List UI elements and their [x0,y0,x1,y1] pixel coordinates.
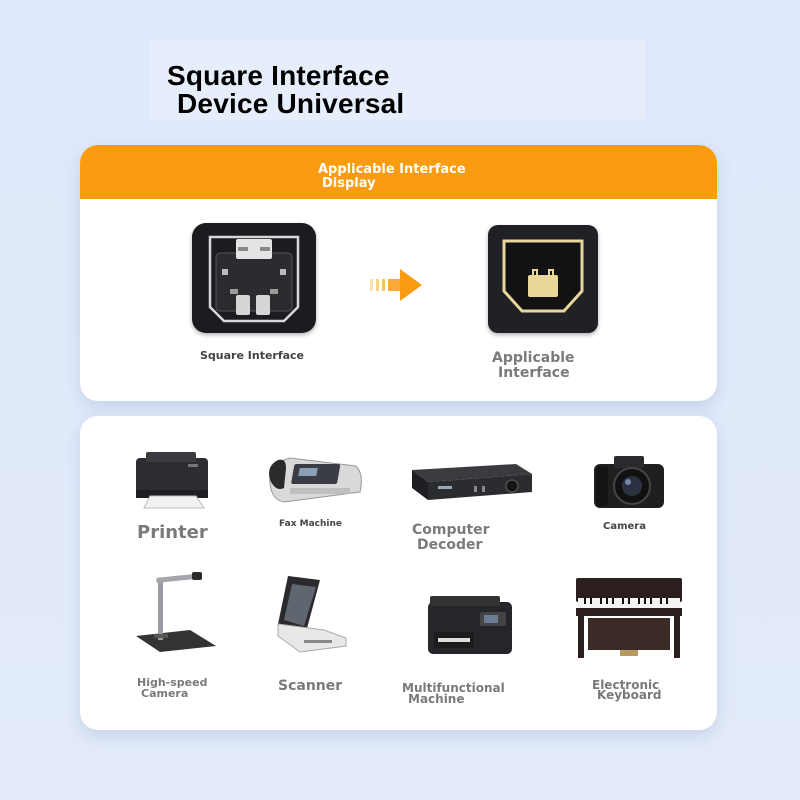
multifunction-printer-icon [424,594,516,663]
applicable-interface-label-1: Applicable [492,350,575,366]
device-label-highspeed-2: Camera [141,687,189,700]
usb-b-port-icon [488,225,598,333]
device-label-printer: Printer [137,522,208,543]
panel-header: Applicable Interface Display [80,145,717,199]
device-label-decoder-1: Computer [412,522,490,538]
device-label-keyboard-1: Electronic [592,678,660,692]
device-label-camera: Camera [603,521,646,532]
applicable-interface-label-2: Interface [498,365,570,381]
device-label-keyboard-2: Keyboard [597,688,662,702]
device-label-decoder-2: Decoder [417,537,483,553]
arrow-right-icon [370,267,426,308]
page-title-line-2: Device Universal [177,88,405,119]
page-title-line-1: Square Interface [167,60,390,91]
decoder-icon [408,456,534,509]
square-interface-label: Square Interface [200,349,305,362]
panel-header-line-1: Applicable Interface [318,162,466,177]
camera-icon [592,452,666,515]
interface-panel: Applicable Interface Display Square Inte… [80,145,717,401]
title-backdrop [150,40,645,120]
device-label-highspeed-1: High-speed [137,676,208,689]
device-label-multifunction-2: Machine [408,692,465,706]
device-label-fax: Fax Machine [279,519,342,529]
printer-icon [132,450,216,517]
fax-machine-icon [264,444,366,513]
devices-panel: Printer Fax Machine Computer Decoder [80,416,717,730]
document-camera-icon [134,572,218,659]
device-label-multifunction-1: Multifunctional [402,681,505,695]
scanner-icon [276,574,348,659]
digital-piano-icon [574,572,684,669]
square-port-icon [192,223,316,333]
device-label-scanner: Scanner [278,678,343,694]
panel-header-line-2: Display [322,176,376,191]
